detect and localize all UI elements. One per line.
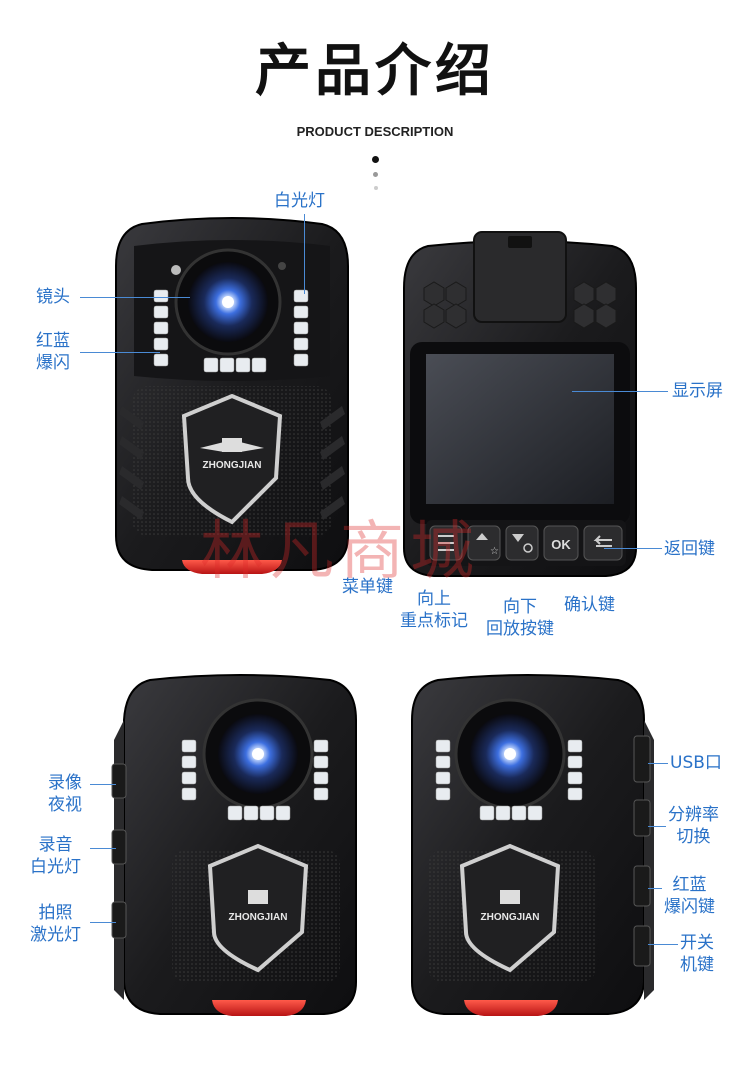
brand-text: ZHONGJIAN: [481, 912, 540, 923]
label-white-light: 白光灯: [274, 191, 325, 211]
label-power-key: 开关 机键: [680, 933, 714, 975]
page-title: 产品介绍: [255, 39, 495, 104]
svg-text:OK: OK: [551, 537, 571, 552]
brand-text: ZHONGJIAN: [229, 912, 288, 923]
watermark-text: 林凡商城: [200, 515, 480, 589]
brand-text: ZHONGJIAN: [203, 460, 262, 471]
page-subtitle: PRODUCT DESCRIPTION: [296, 124, 454, 139]
menu-icon: [438, 535, 454, 551]
label-red-blue-flash: 红蓝 爆闪: [36, 331, 70, 373]
arrow-up-icon: [476, 533, 488, 540]
indicator-dot-2: [373, 172, 378, 177]
label-record-night: 录像 夜视: [48, 773, 82, 815]
label-display: 显示屏: [672, 381, 723, 401]
label-confirm-key: 确认键: [564, 595, 615, 615]
label-usb-port: USB口: [670, 753, 722, 773]
camera-left-side-view: ZHONGJIAN: [111, 674, 357, 1016]
label-down-playback: 向下 回放按键: [486, 597, 554, 639]
ok-button[interactable]: OK: [543, 525, 579, 561]
label-red-blue-flash-key: 红蓝 爆闪键: [664, 875, 715, 917]
indicator-dot-1: [372, 156, 379, 163]
arrow-down-icon: [512, 534, 524, 542]
down-playback-button[interactable]: [505, 525, 539, 561]
indicator-dot-3: [374, 186, 378, 190]
label-photo-laser: 拍照 激光灯: [30, 903, 81, 945]
shield-emblem-icon: [181, 393, 283, 525]
label-back-key: 返回键: [664, 539, 715, 559]
return-icon: [593, 535, 612, 547]
shield-emblem-icon: [459, 843, 561, 973]
camera-front-view: ZHONGJIAN: [115, 217, 349, 574]
back-button[interactable]: [583, 525, 623, 561]
menu-button[interactable]: [429, 525, 463, 561]
camera-back-view: ☆ OK: [403, 231, 637, 577]
label-lens: 镜头: [36, 287, 70, 307]
camera-right-side-view: ZHONGJIAN: [411, 674, 654, 1016]
label-audio-white-light: 录音 白光灯: [30, 835, 81, 877]
display-screen: [426, 354, 614, 504]
label-menu-key: 菜单键: [342, 577, 393, 597]
label-up-mark: 向上 重点标记: [400, 589, 468, 631]
up-mark-button[interactable]: ☆: [467, 525, 501, 561]
label-resolution-switch: 分辨率 切换: [668, 805, 719, 847]
svg-text:☆: ☆: [490, 546, 499, 557]
shield-emblem-icon: [207, 843, 309, 973]
